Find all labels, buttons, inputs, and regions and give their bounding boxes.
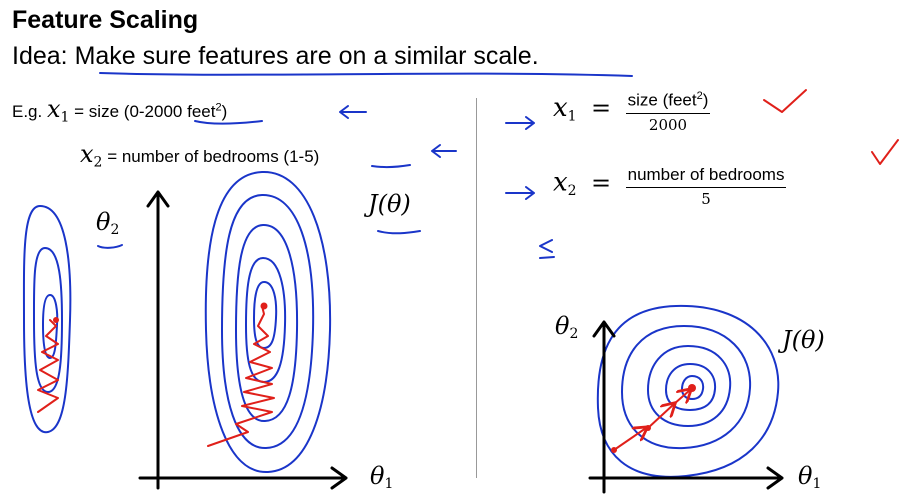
- left-theta2-label: θ2: [96, 208, 120, 239]
- left-x-axis: [138, 466, 348, 490]
- left-cost-label: J(θ): [368, 190, 411, 218]
- right-cost-label: J(θ): [782, 326, 825, 354]
- leq-mark: [539, 239, 555, 259]
- right-contour-4: [665, 363, 717, 411]
- right-contour-2: [621, 325, 752, 450]
- cost-underline: [377, 230, 421, 235]
- x1-sub: 1: [60, 109, 70, 126]
- range2-underline: [371, 164, 411, 169]
- right-step-point: [645, 425, 651, 431]
- example-x2-line: x2 = number of bedrooms (1-5): [80, 140, 319, 170]
- eg-label: E.g.: [12, 102, 47, 121]
- left-narrow-contour-core: [42, 294, 59, 359]
- range-underline: [194, 120, 263, 125]
- x1-var: x: [46, 95, 61, 123]
- x1-unit-sup: 2: [215, 101, 222, 114]
- arrow-x2-right: [505, 186, 535, 200]
- idea-line: Idea: Make sure features are on a simila…: [12, 42, 539, 71]
- arrow-x1-left: [339, 105, 367, 119]
- idea-underline: [99, 72, 633, 77]
- x2-def-post: ): [313, 147, 320, 166]
- check-mark-1: [763, 89, 807, 113]
- left-big-minimum: [260, 302, 268, 310]
- left-narrow-contour-inner: [32, 247, 63, 393]
- formula-x2: x2 = number of bedrooms 5: [553, 165, 787, 208]
- left-big-descent: [207, 305, 275, 447]
- x2-def-pre: = number of bedrooms (: [102, 147, 290, 166]
- x1-fraction: size (feet2) 2000: [625, 90, 711, 134]
- arrow-x1-right: [505, 116, 535, 130]
- x1-range: 0-2000: [129, 102, 183, 121]
- left-y-axis: [146, 190, 170, 490]
- x2-fraction: number of bedrooms 5: [625, 165, 787, 208]
- x2-var: x: [80, 140, 94, 168]
- theta2-underline: [97, 244, 123, 249]
- left-narrow-minimum: [53, 317, 59, 323]
- right-descent-2: [647, 404, 674, 429]
- right-y-axis: [592, 320, 616, 494]
- arrow-x2-left: [431, 144, 457, 158]
- slide-title: Feature Scaling: [12, 6, 199, 34]
- x1-unit: feet: [182, 102, 216, 121]
- check-mark-2: [871, 139, 899, 165]
- example-x1-line: E.g. x1 = size (0-2000 feet2): [12, 95, 227, 125]
- right-descent-1: [613, 428, 646, 451]
- x2-sub: 2: [93, 154, 103, 171]
- left-contour-3: [235, 223, 299, 423]
- right-theta2-label: θ2: [555, 312, 579, 343]
- right-x-axis: [588, 466, 784, 490]
- x2-range: 1-5: [289, 147, 314, 166]
- right-descent-3: [673, 390, 690, 405]
- left-narrow-descent: [37, 319, 59, 413]
- x1-def-pre: = size (: [69, 102, 130, 121]
- left-theta1-label: θ1: [370, 462, 394, 493]
- idea-prefix: Idea:: [12, 42, 75, 70]
- right-contour-3: [647, 345, 732, 427]
- right-start-point: [611, 447, 617, 453]
- left-contour-2: [221, 193, 315, 450]
- right-theta1-label: θ1: [798, 462, 822, 493]
- idea-text: Make sure features are on a similar scal…: [74, 42, 539, 70]
- left-contour-1: [204, 170, 332, 474]
- right-minimum: [688, 384, 696, 392]
- x1-def-post: ): [221, 102, 228, 121]
- formula-x1: x1 = size (feet2) 2000: [553, 90, 711, 134]
- column-divider: [476, 98, 477, 478]
- left-narrow-contour-outer: [22, 205, 72, 434]
